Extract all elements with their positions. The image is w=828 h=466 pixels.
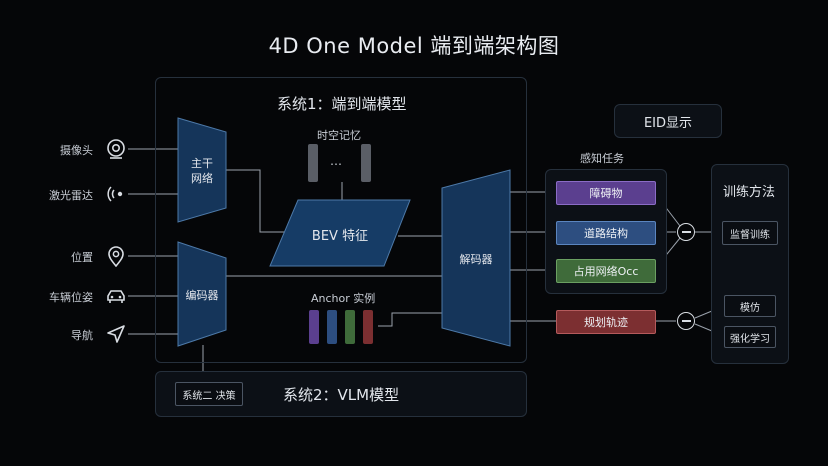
backbone-shape bbox=[177, 117, 227, 223]
anchor-block-purple bbox=[309, 310, 319, 344]
backbone-label: 主干 网络 bbox=[191, 157, 213, 185]
camera-icon bbox=[104, 137, 128, 161]
input-label-lidar: 激光雷达 bbox=[49, 189, 93, 202]
training-imitation: 模仿 bbox=[724, 295, 776, 317]
input-label-vehicle-pose: 车辆位姿 bbox=[49, 291, 93, 304]
input-label-location: 位置 bbox=[71, 251, 93, 264]
encoder-label: 编码器 bbox=[185, 289, 219, 302]
minus-operator-icon bbox=[677, 223, 695, 241]
memory-block bbox=[361, 144, 371, 182]
system2-decision-box: 系统二 决策 bbox=[175, 382, 243, 406]
bev-shape bbox=[269, 199, 411, 267]
anchor-label: Anchor 实例 bbox=[311, 292, 376, 305]
anchor-block-red bbox=[363, 310, 373, 344]
navigation-arrow-icon bbox=[104, 322, 128, 346]
system1-panel bbox=[155, 77, 527, 363]
bev-label: BEV 特征 bbox=[311, 229, 369, 244]
task-occupancy: 占用网络Occ bbox=[556, 259, 656, 283]
decoder-label: 解码器 bbox=[459, 253, 493, 266]
input-label-camera: 摄像头 bbox=[60, 144, 93, 157]
car-icon bbox=[104, 284, 128, 308]
location-pin-icon bbox=[104, 244, 128, 268]
minus-operator-icon bbox=[677, 312, 695, 330]
eid-display-label: EID显示 bbox=[643, 115, 693, 131]
input-label-navigation: 导航 bbox=[71, 329, 93, 342]
encoder-shape bbox=[177, 241, 227, 347]
memory-ellipsis: … bbox=[330, 154, 343, 168]
training-reinforcement: 强化学习 bbox=[724, 326, 776, 348]
anchor-block-green bbox=[345, 310, 355, 344]
task-road-structure: 道路结构 bbox=[556, 221, 656, 245]
decoder-shape bbox=[441, 169, 511, 347]
task-obstacle: 障碍物 bbox=[556, 181, 656, 205]
lidar-icon bbox=[104, 182, 128, 206]
training-title: 训练方法 bbox=[722, 185, 775, 200]
perception-label: 感知任务 bbox=[580, 152, 624, 165]
system2-title: 系统2：VLM模型 bbox=[283, 386, 400, 404]
training-supervised: 监督训练 bbox=[722, 221, 778, 245]
eid-display-box: EID显示 bbox=[614, 104, 722, 138]
memory-block bbox=[308, 144, 318, 182]
diagram-title: 4D One Model 端到端架构图 bbox=[268, 34, 560, 58]
memory-label: 时空记忆 bbox=[317, 129, 361, 142]
system1-title: 系统1：端到端模型 bbox=[277, 95, 407, 113]
planning-trajectory: 规划轨迹 bbox=[556, 310, 656, 334]
anchor-block-blue bbox=[327, 310, 337, 344]
